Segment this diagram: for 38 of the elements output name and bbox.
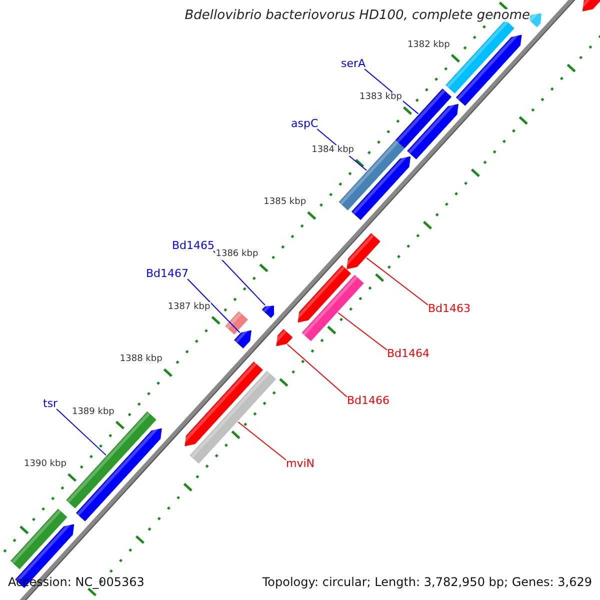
gene-bar bbox=[225, 311, 248, 335]
scale-label: 1386 kbp bbox=[214, 249, 260, 260]
leader-line bbox=[286, 344, 348, 398]
scale-label: 1383 kbp bbox=[358, 92, 403, 104]
scale-label: 1390 kbp bbox=[23, 459, 68, 470]
gene-label: Bd1466 bbox=[347, 395, 390, 406]
leader-line bbox=[366, 257, 428, 306]
gene-label: Bd1467 bbox=[146, 268, 189, 279]
gene-block bbox=[579, 0, 600, 12]
gene-block bbox=[456, 32, 522, 106]
scale-label: 1384 kbp bbox=[310, 144, 355, 156]
gene-block bbox=[76, 425, 162, 522]
gene-label: Bd1464 bbox=[387, 348, 430, 359]
scale-label: 1389 kbp bbox=[70, 406, 116, 418]
gene-bar bbox=[338, 140, 405, 210]
leader-line bbox=[213, 250, 266, 306]
map-info-text: Topology: circular; Length: 3,782,950 bp; Genes: 3,629 bbox=[261, 574, 593, 591]
leader-line bbox=[337, 312, 388, 350]
leader-line bbox=[238, 421, 286, 460]
gene-label: serA bbox=[341, 58, 366, 69]
gene-label: Bd1463 bbox=[428, 303, 471, 314]
gene-block bbox=[234, 327, 252, 348]
gene-label: mviN bbox=[286, 458, 315, 469]
gene-bar bbox=[10, 508, 68, 570]
gene-block bbox=[351, 153, 411, 220]
scale-label: 1387 kbp bbox=[166, 302, 212, 313]
leader-line bbox=[187, 278, 240, 334]
gene-block bbox=[407, 100, 458, 160]
scale-label: 1382 kbp bbox=[406, 40, 451, 51]
gene-label: Bd1465 bbox=[172, 240, 215, 251]
scale-label: 1385 kbp bbox=[262, 197, 308, 208]
gene-label: aspC bbox=[291, 118, 318, 129]
scale-label: 1388 kbp bbox=[118, 354, 164, 366]
gene-block bbox=[262, 302, 274, 318]
gene-bar bbox=[302, 274, 364, 342]
gene-label: tsr bbox=[43, 398, 58, 409]
gene-block bbox=[528, 10, 542, 28]
gene-bar bbox=[190, 370, 276, 464]
